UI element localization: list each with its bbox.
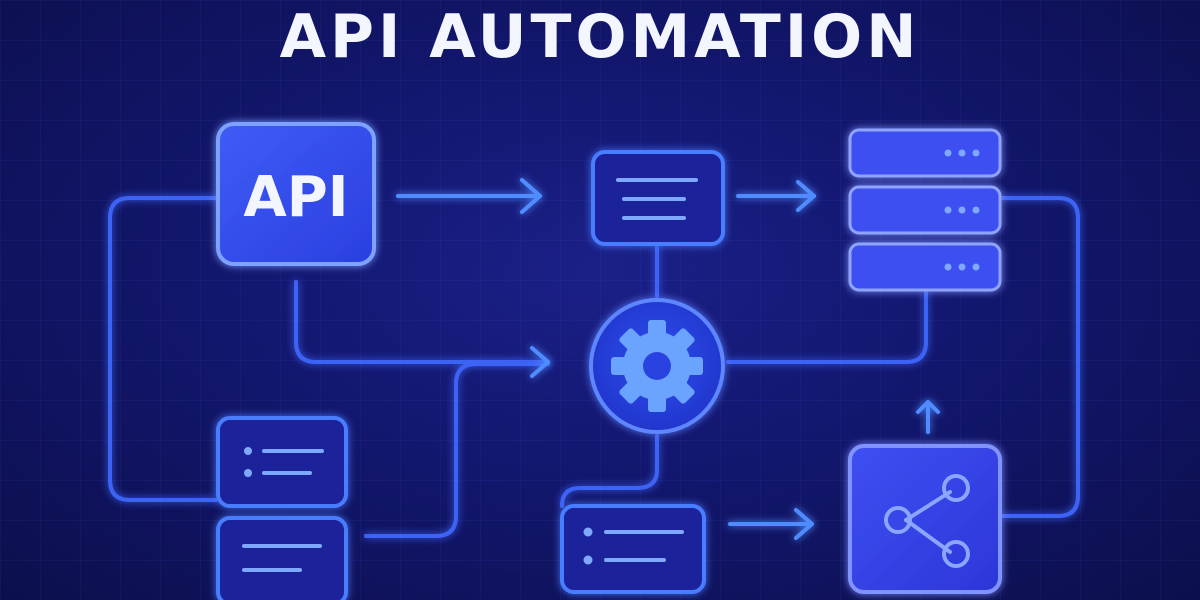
connector-left-loop — [108, 196, 218, 502]
list-icon — [583, 527, 684, 565]
document-card-bottom-left — [216, 516, 348, 600]
gear-hub — [589, 298, 725, 434]
connector-api-to-gear — [294, 280, 550, 364]
share-block — [848, 444, 1002, 594]
list-card-bottom — [560, 504, 706, 594]
document-icon — [616, 178, 698, 220]
list-card-left — [216, 416, 348, 508]
connector-right-loop — [1000, 196, 1080, 518]
share-icon — [884, 474, 970, 568]
arrow-share-up — [916, 400, 940, 434]
connector-lines — [108, 196, 1080, 538]
arrow-api-to-doc — [396, 178, 542, 214]
page-title: API AUTOMATION — [279, 2, 921, 72]
arrow-doc-to-share — [728, 508, 814, 540]
gear-icon — [611, 320, 703, 412]
api-label: API — [243, 165, 348, 230]
connector-list-to-gear — [364, 362, 550, 538]
arrow-doc-to-servers — [736, 180, 816, 212]
server-stack-icon — [848, 128, 1002, 292]
api-block: API — [216, 122, 376, 266]
document-icon — [242, 544, 322, 572]
server-stack — [848, 128, 1002, 292]
document-card-top — [591, 150, 725, 246]
arrow-into-gear — [530, 346, 550, 378]
list-icon — [244, 447, 324, 477]
connector-gear-to-servers — [726, 290, 928, 364]
arrows — [396, 178, 940, 540]
connector-gear-to-bottom-doc — [560, 434, 659, 508]
